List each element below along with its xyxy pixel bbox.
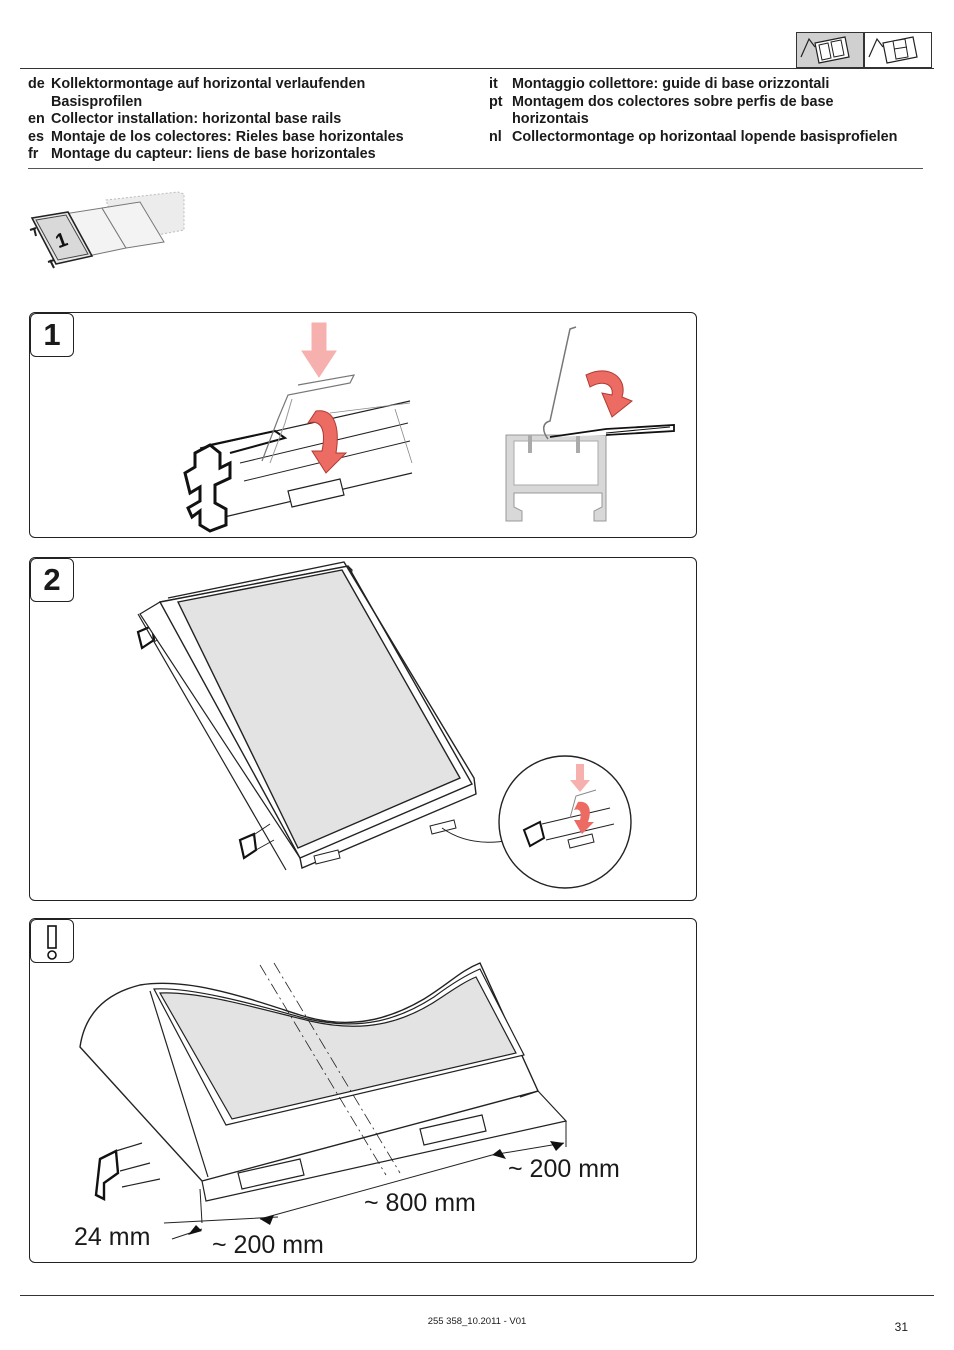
lang-code: it [489,76,498,92]
title-it: Montaggio collettore: guide di base oriz… [512,76,830,92]
lang-code: en [28,111,45,127]
roof-two-collectors-icon [796,32,864,68]
title-pt-cont: horizontais [512,111,589,127]
collector-row-thumbnail: 1 [28,190,188,270]
dimension-last-clamp: ~ 200 mm [508,1155,620,1183]
header-rule [20,68,934,69]
title-de: Kollektormontage auf horizontal verlaufe… [51,76,366,92]
dimension-first-clamp: ~ 200 mm [212,1231,324,1259]
roof-single-collector-icon [864,32,932,68]
title-block-right: it Montaggio collettore: guide di base or… [489,76,929,146]
lang-code: es [28,128,45,145]
note-panel: ~ 200 mm ~ 800 mm 24 mm ~ 200 mm [29,918,697,1263]
title-es: Montaje de los colectores: Rieles base h… [51,128,404,145]
document-code: 255 358_10.2011 - V01 [427,1316,527,1327]
title-block-left: de Kollektormontage auf horizontal verlau… [28,76,468,164]
dimension-edge-offset: 24 mm [74,1223,151,1251]
step-number: 2 [30,558,74,602]
exclamation-warning-icon [30,919,74,963]
title-pt: Montagem dos colectores sobre perfis de … [512,93,834,110]
title-nl: Collectormontage op horizontaal lopende … [512,128,898,145]
lang-code: de [28,76,45,92]
lang-code: pt [489,93,503,110]
title-rule [28,168,923,169]
title-en: Collector installation: horizontal base … [51,111,342,127]
dimension-clamp-spacing: ~ 800 mm [364,1189,476,1217]
page-number: 31 [894,1320,908,1334]
title-fr: Montage du capteur: liens de base horizo… [51,146,376,162]
step-number: 1 [30,313,74,357]
step-1-panel: 1 [29,312,697,538]
step-2-panel: 2 [29,557,697,901]
lang-code: nl [489,128,502,145]
title-de-cont: Basisprofilen [51,93,143,110]
lang-code: fr [28,146,39,162]
footer-rule [20,1295,934,1296]
